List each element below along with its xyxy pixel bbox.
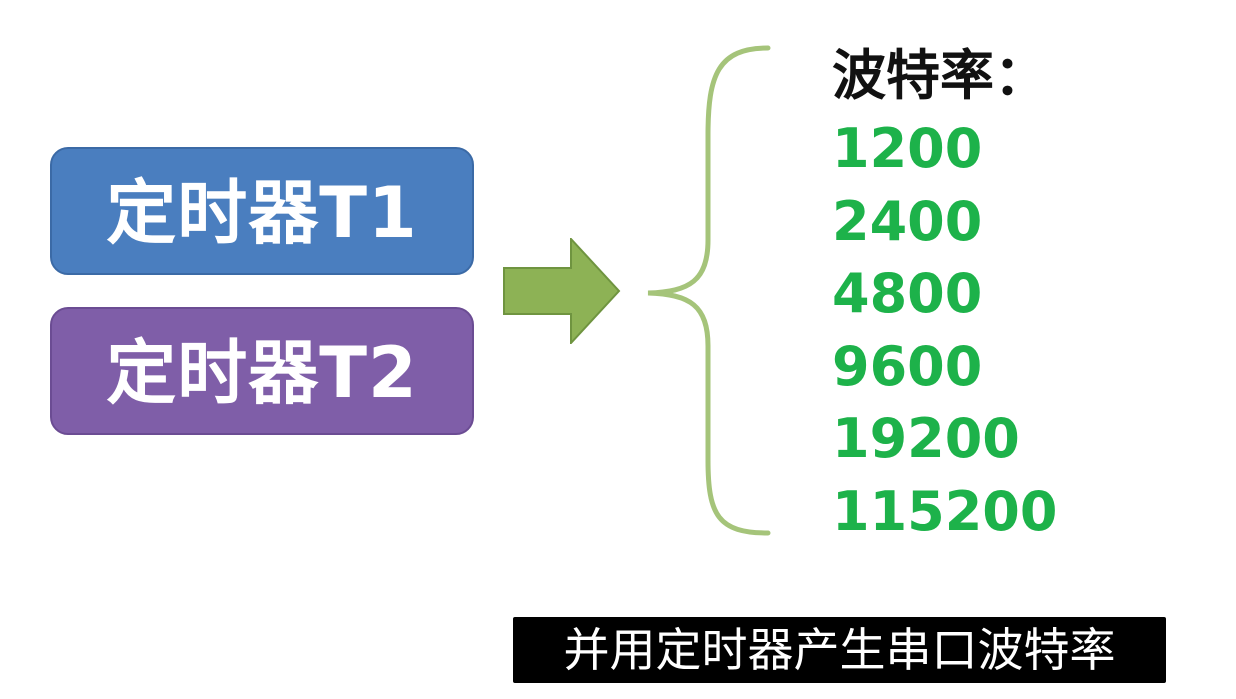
baud-rate-item: 9600 xyxy=(832,334,983,398)
right-arrow-icon xyxy=(503,238,621,344)
baud-rate-item: 1200 xyxy=(832,117,983,180)
subtitle-caption: 并用定时器产生串口波特率 xyxy=(513,617,1166,683)
baud-rate-title: 波特率： xyxy=(832,44,1048,107)
baud-rate-item: 2400 xyxy=(832,189,983,253)
timer-t1-box: 定时器T1 xyxy=(50,147,474,275)
baud-rate-item: 19200 xyxy=(832,407,1020,470)
baud-rate-list: 1200 2400 4800 9600 19200 115200 xyxy=(832,113,1057,548)
brace-path xyxy=(647,45,771,536)
baud-rate-item: 4800 xyxy=(832,262,983,325)
curly-brace xyxy=(647,45,771,536)
baud-rate-item: 115200 xyxy=(832,479,1058,543)
arrow-shape xyxy=(503,238,621,344)
timer-t2-box: 定时器T2 xyxy=(50,307,474,435)
